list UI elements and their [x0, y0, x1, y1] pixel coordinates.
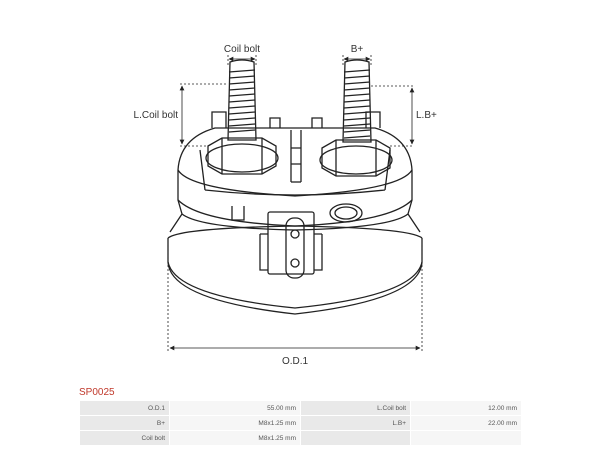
spec-value: 12.00 mm	[410, 400, 522, 416]
b-plus-bolt	[319, 59, 393, 177]
spec-label: L.Coil bolt	[300, 400, 411, 416]
spec-value: M8x1.25 mm	[169, 430, 301, 446]
spec-label: Coil bolt	[79, 430, 170, 446]
l-b-plus-label: L.B+	[416, 110, 437, 121]
spec-label: L.B+	[300, 415, 411, 431]
od1-label: O.D.1	[282, 356, 309, 367]
l-coil-bolt-label: L.Coil bolt	[134, 110, 179, 121]
spec-label: B+	[79, 415, 170, 431]
cap-body	[167, 111, 423, 315]
coil-bolt	[205, 59, 279, 175]
solenoid-cap-drawing: Coil bolt B+ L.Coil bolt L.B+ O.D.1	[134, 44, 437, 367]
dimension-lines	[167, 55, 423, 352]
part-code: SP0025	[79, 387, 115, 398]
spec-label: O.D.1	[79, 400, 170, 416]
spec-label	[300, 430, 411, 446]
coil-bolt-label: Coil bolt	[224, 44, 260, 55]
spec-value: 22.00 mm	[410, 415, 522, 431]
spec-value: M8x1.25 mm	[169, 415, 301, 431]
spec-value: 55.00 mm	[169, 400, 301, 416]
b-plus-label: B+	[351, 44, 364, 55]
spec-value	[410, 430, 522, 446]
